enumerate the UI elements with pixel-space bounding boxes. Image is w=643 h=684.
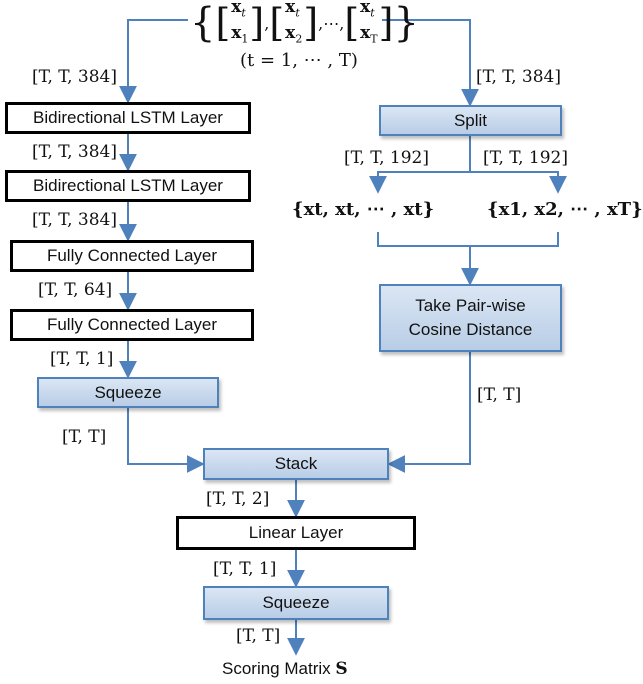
pairwise-cosine-distance-block: Take Pair-wise Cosine Distance — [379, 284, 562, 352]
shape-label-lstm2: [T, T, 384] — [32, 210, 118, 230]
vector-bracket-left: [ — [215, 1, 231, 45]
shape-label-split-left: [T, T, 192] — [344, 148, 430, 168]
vector-entry-bottom: x2 — [285, 23, 302, 49]
vector-subscript: t — [295, 6, 300, 19]
arrow-squeeze-to-stack — [127, 408, 205, 473]
input-separator: , — [318, 13, 324, 33]
shape-label-right-input: [T, T, 384] — [476, 67, 562, 87]
vector-subscript: t — [241, 6, 246, 19]
vector-entry-top: xt — [285, 0, 302, 23]
lstm-layer-2: Bidirectional LSTM Layer — [5, 170, 251, 202]
squeeze-block-left: Squeeze — [37, 377, 219, 408]
connector-layer — [119, 19, 567, 656]
input-close-brace: } — [393, 0, 419, 46]
stack-block: Stack — [203, 448, 389, 480]
vector-subscript: 2 — [295, 32, 303, 46]
shape-label-split-right: [T, T, 192] — [483, 148, 569, 168]
vector-subscript: t — [370, 6, 375, 19]
fully-connected-layer-1: Fully Connected Layer — [10, 240, 254, 272]
vector-entry-top: xt — [360, 0, 377, 23]
split-block: Split — [379, 105, 562, 136]
shape-label-lstm1: [T, T, 384] — [32, 142, 118, 162]
arrow-cosine-to-stack — [387, 352, 471, 473]
shape-label-fc2: [T, T, 1] — [50, 349, 114, 369]
vector-bracket-right: ] — [378, 1, 394, 45]
lstm-layer-1: Bidirectional LSTM Layer — [5, 102, 251, 134]
shape-label-left-input: [T, T, 384] — [32, 67, 118, 87]
shape-label-linear: [T, T, 1] — [213, 559, 277, 579]
vector-symbol: x — [285, 23, 296, 43]
cosine-label-line1: Take Pair-wise — [415, 296, 526, 315]
output-label: Scoring Matrix S — [222, 659, 348, 679]
vector-entry-bottom: xT — [360, 23, 377, 49]
vector-bracket-left: [ — [269, 1, 285, 45]
cosine-label-line2: Cosine Distance — [408, 320, 533, 339]
input-open-brace: { — [190, 0, 216, 46]
set-x1-to-xT: {x1, x2, ⋯ , xT} — [487, 199, 643, 220]
shape-label-stack: [T, T, 2] — [206, 489, 270, 509]
vector-symbol: x — [360, 23, 371, 43]
shape-label-fc1: [T, T, 64] — [38, 280, 113, 300]
arrow-input-to-lstm1 — [119, 19, 188, 104]
linear-layer: Linear Layer — [176, 516, 416, 550]
arrow-input-to-split — [382, 19, 479, 107]
vector-entry-bottom: x1 — [231, 23, 248, 49]
input-range: (t = 1, ⋯ , T) — [240, 50, 358, 71]
vector-subscript: 1 — [241, 32, 249, 46]
vector-bracket-right: ] — [303, 1, 319, 45]
merge-bracket — [377, 232, 559, 247]
shape-label-squeeze-bottom: [T, T] — [236, 626, 281, 646]
split-branch-line-right — [470, 171, 567, 194]
vector-symbol: x — [360, 0, 371, 17]
vector-subscript: T — [370, 32, 378, 46]
shape-label-squeeze-left: [T, T] — [62, 427, 107, 447]
squeeze-block-bottom: Squeeze — [203, 586, 389, 620]
output-text: Scoring Matrix — [222, 659, 331, 678]
input-ellipsis: ⋯ — [323, 13, 340, 33]
set-xt-repeated: {xt, xt, ⋯ , xt} — [292, 199, 435, 220]
vector-symbol: x — [231, 0, 242, 17]
output-symbol: S — [335, 659, 348, 679]
vector-symbol: x — [231, 23, 242, 43]
vector-bracket-left: [ — [344, 1, 360, 45]
vector-entry-top: xt — [231, 0, 248, 23]
shape-label-cosine: [T, T] — [477, 385, 522, 405]
vector-bracket-right: ] — [249, 1, 265, 45]
input-separator: , — [264, 13, 270, 33]
split-branch-line — [369, 136, 471, 194]
vector-symbol: x — [285, 0, 296, 17]
fully-connected-layer-2: Fully Connected Layer — [10, 309, 254, 341]
input-separator: , — [339, 13, 345, 33]
